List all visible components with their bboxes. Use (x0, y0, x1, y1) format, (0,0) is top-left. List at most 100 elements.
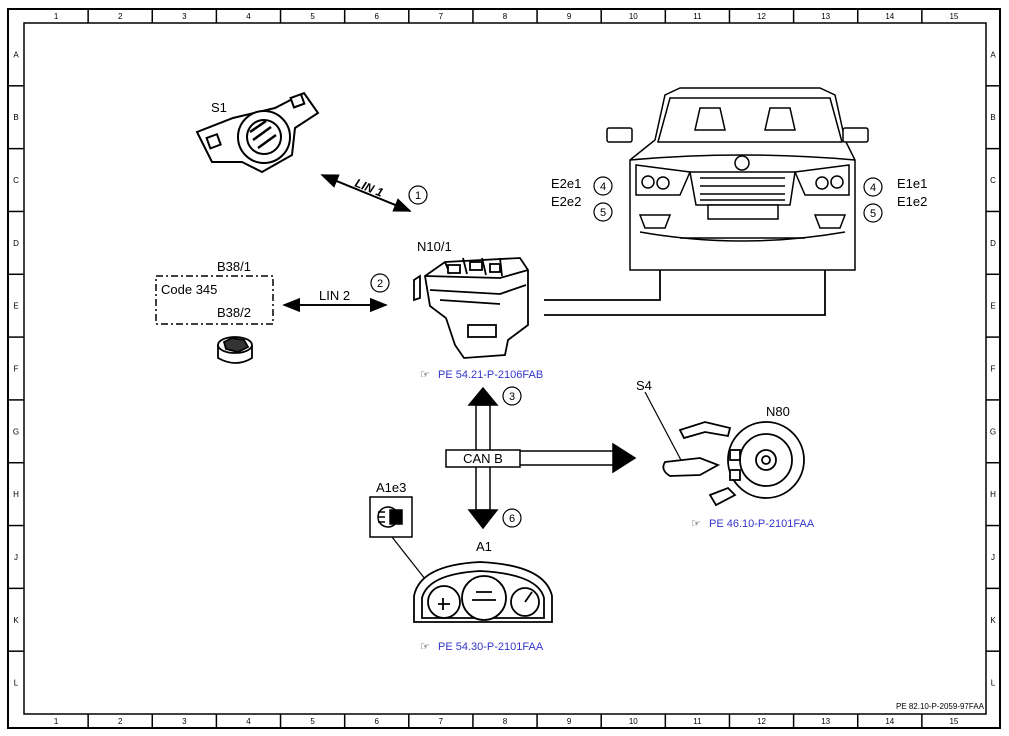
callout-1-number: 1 (415, 190, 421, 202)
column-label-14: 14 (885, 717, 894, 726)
column-label-5: 5 (310, 717, 315, 726)
ref-n80-icon: ☞ (691, 518, 701, 530)
row-label-B: B (13, 113, 18, 122)
row-label-G: G (13, 427, 19, 436)
callout-4-right-number: 4 (870, 182, 876, 194)
column-label-8: 8 (503, 12, 508, 21)
can-b-box (445, 449, 521, 468)
e1e1-label: E1e1 (897, 176, 927, 191)
a1e3-indicator-icon (369, 496, 413, 538)
lin1-label: LIN 1 (353, 176, 386, 200)
column-label-1: 1 (54, 717, 59, 726)
column-label-1: 1 (54, 12, 59, 21)
b38-2-label: B38/2 (217, 305, 251, 320)
s1-switch-icon (195, 91, 320, 174)
column-label-3: 3 (182, 12, 187, 21)
column-label-15: 15 (949, 717, 958, 726)
row-label-K: K (13, 616, 19, 625)
column-label-5: 5 (310, 12, 315, 21)
column-label-9: 9 (567, 717, 572, 726)
ref-a1-link[interactable]: PE 54.30-P-2101FAA (438, 641, 544, 653)
n10-1-label: N10/1 (417, 239, 452, 254)
row-label-L: L (14, 679, 19, 688)
column-label-12: 12 (757, 12, 766, 21)
row-label-C: C (13, 176, 19, 185)
column-label-9: 9 (567, 12, 572, 21)
row-label-D: D (990, 239, 996, 248)
s4-label: S4 (636, 378, 652, 393)
row-label-H: H (990, 490, 996, 499)
s4-leader-line (644, 391, 683, 463)
column-label-7: 7 (439, 717, 444, 726)
b38-sensor-icon (217, 336, 253, 364)
callout-5-left-number: 5 (600, 207, 606, 219)
code-345-box (155, 275, 274, 325)
column-label-10: 10 (629, 12, 638, 21)
callout-5-right-number: 5 (870, 208, 876, 220)
column-label-11: 11 (693, 12, 702, 21)
column-label-13: 13 (821, 717, 830, 726)
a1-instrument-cluster-icon (413, 561, 553, 623)
row-label-E: E (990, 302, 995, 311)
callout-5-right (863, 203, 883, 223)
column-grid: 1122334455667788991010111112121313141415… (54, 9, 959, 728)
column-label-14: 14 (885, 12, 894, 21)
column-label-12: 12 (757, 717, 766, 726)
lin2-label: LIN 2 (319, 288, 350, 303)
row-label-L: L (991, 679, 996, 688)
callout-4-left-number: 4 (600, 181, 606, 193)
ref-n80-link[interactable]: PE 46.10-P-2101FAA (709, 518, 815, 530)
callout-2 (370, 273, 390, 293)
outer-frame (7, 8, 1001, 729)
callout-6 (502, 508, 522, 528)
row-label-H: H (13, 490, 19, 499)
row-label-A: A (13, 50, 19, 59)
ref-n10-link[interactable]: PE 54.21-P-2106FAB (438, 369, 543, 381)
footer-code: PE 82.10-P-2059-97FAA (896, 702, 985, 711)
callout-6-number: 6 (509, 513, 515, 525)
e2e1-label: E2e1 (551, 176, 581, 191)
row-label-J: J (991, 553, 995, 562)
lin1-arrow-back (320, 174, 411, 212)
column-label-6: 6 (375, 717, 380, 726)
row-label-F: F (14, 365, 19, 374)
column-label-6: 6 (375, 12, 380, 21)
column-label-2: 2 (118, 12, 123, 21)
column-label-4: 4 (246, 12, 251, 21)
callout-3-number: 3 (509, 391, 515, 403)
row-label-D: D (13, 239, 19, 248)
row-label-E: E (13, 302, 18, 311)
row-label-K: K (990, 616, 996, 625)
row-label-J: J (14, 553, 18, 562)
n10-1-module-icon (413, 257, 529, 359)
column-label-2: 2 (118, 717, 123, 726)
row-label-A: A (990, 50, 996, 59)
row-label-B: B (990, 113, 995, 122)
callout-4-right (863, 177, 883, 197)
callout-1 (408, 185, 428, 205)
s1-label: S1 (211, 100, 227, 115)
ref-a1-icon: ☞ (420, 641, 430, 653)
callout-5-left (593, 202, 613, 222)
column-label-15: 15 (949, 12, 958, 21)
e1e2-label: E1e2 (897, 194, 927, 209)
column-label-11: 11 (693, 717, 702, 726)
code-345-label: Code 345 (161, 282, 217, 297)
column-label-4: 4 (246, 717, 251, 726)
callout-2-number: 2 (377, 278, 383, 290)
can-b-label: CAN B (463, 451, 503, 466)
car-front-icon (606, 87, 869, 271)
callout-4-left (593, 176, 613, 196)
column-label-3: 3 (182, 717, 187, 726)
e2e2-label: E2e2 (551, 194, 581, 209)
ref-n10-icon: ☞ (420, 369, 430, 381)
inner-frame (23, 22, 987, 715)
row-label-F: F (991, 365, 996, 374)
a1e3-label: A1e3 (376, 480, 406, 495)
n80-label: N80 (766, 404, 790, 419)
callout-3 (502, 386, 522, 406)
column-label-10: 10 (629, 717, 638, 726)
b38-1-label: B38/1 (217, 259, 251, 274)
